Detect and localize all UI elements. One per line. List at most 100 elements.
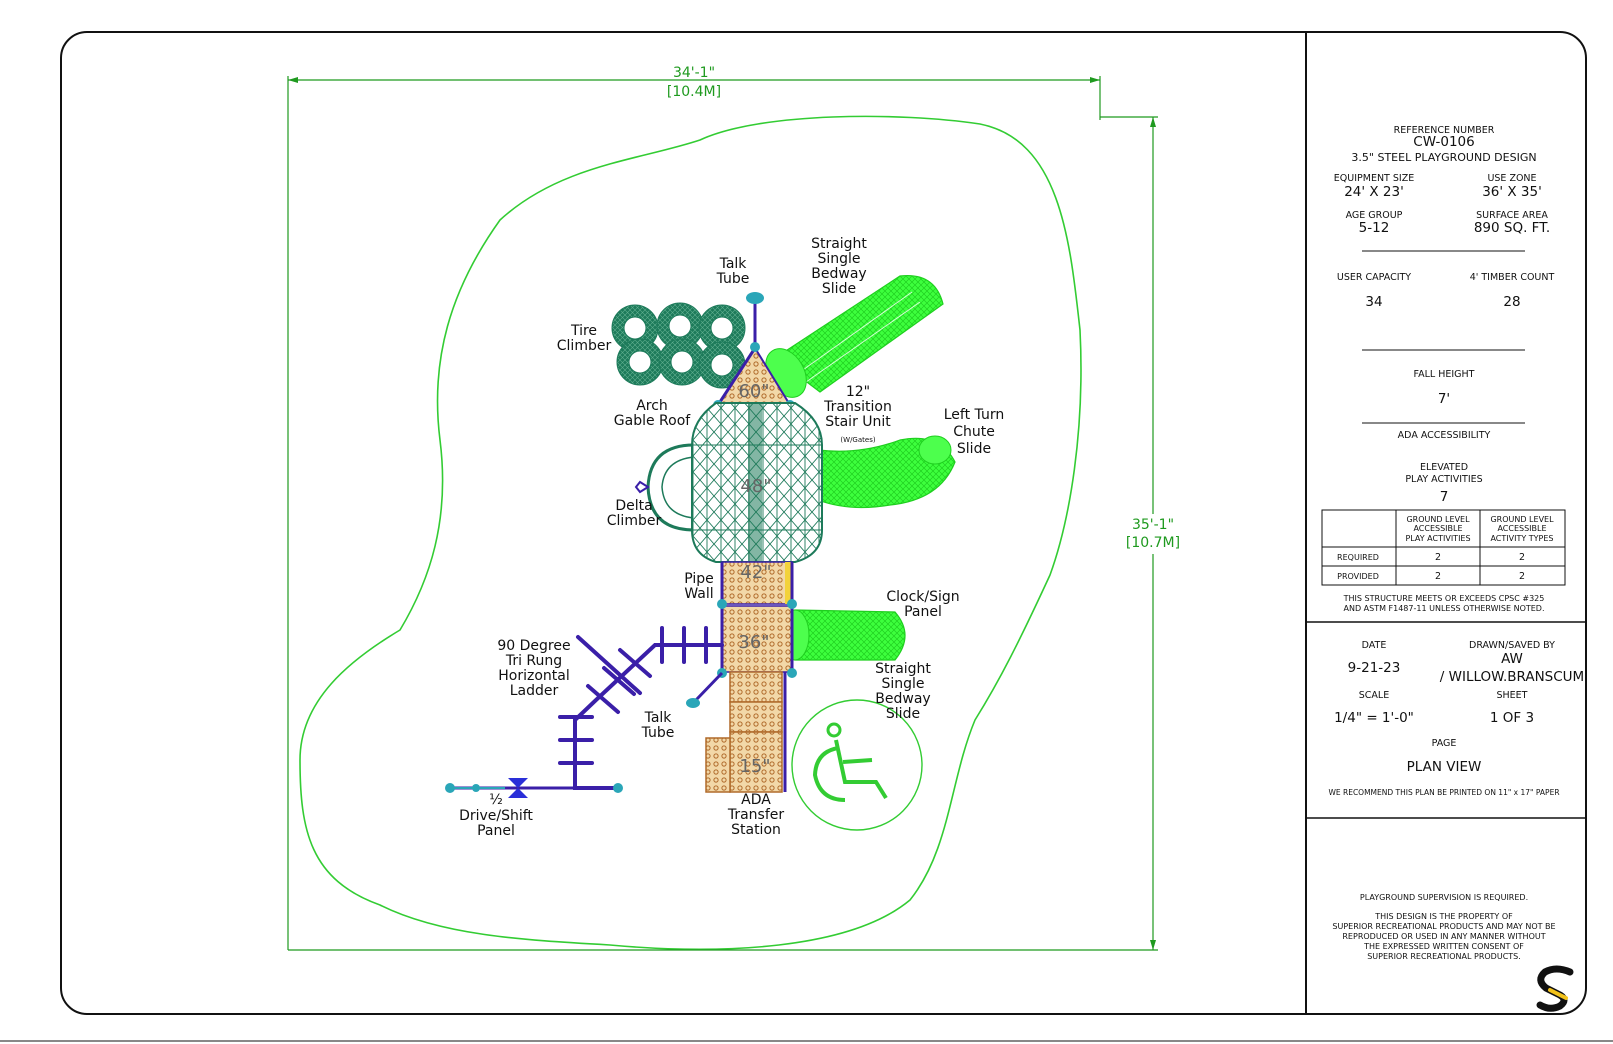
date-value: 9-21-23 — [1348, 660, 1401, 676]
svg-text:Tire: Tire — [570, 323, 597, 339]
depth-dimension-label: 35'-1" — [1132, 517, 1174, 533]
svg-text:Bedway: Bedway — [811, 266, 866, 282]
plan-view: 34'-1" [10.4M] 35'-1" [10.7M] — [287, 65, 1180, 951]
svg-text:ADA: ADA — [741, 792, 771, 808]
svg-text:Talk: Talk — [644, 710, 673, 726]
drawn-initials: AW — [1501, 651, 1523, 667]
svg-text:GROUND LEVEL: GROUND LEVEL — [1490, 515, 1554, 524]
user-capacity: 34 — [1365, 294, 1382, 310]
svg-text:½: ½ — [489, 792, 503, 808]
ada-transfer-station — [705, 671, 787, 793]
width-dimension: 34'-1" [10.4M] — [287, 65, 1101, 950]
compliance-line1: THIS STRUCTURE MEETS OR EXCEEDS CPSC #32… — [1343, 594, 1545, 603]
drawn-label: DRAWN/SAVED BY — [1469, 640, 1555, 651]
svg-text:Tube: Tube — [641, 725, 675, 741]
company-logo-icon — [1536, 965, 1574, 1012]
label-drive-shift: ½ Drive/Shift Panel — [459, 792, 533, 839]
svg-text:Arch: Arch — [636, 398, 668, 414]
sheet-value: 1 OF 3 — [1490, 710, 1534, 726]
svg-text:12": 12" — [846, 384, 870, 400]
label-arch-gable-roof: Arch Gable Roof — [614, 398, 691, 429]
label-clock-sign: Clock/Sign Panel — [886, 589, 959, 620]
age-group-label: AGE GROUP — [1346, 210, 1403, 221]
svg-text:Slide: Slide — [822, 281, 856, 297]
svg-text:Delta: Delta — [615, 498, 652, 514]
svg-text:Slide: Slide — [886, 706, 920, 722]
support-posts — [686, 562, 797, 708]
sheet-label: SHEET — [1497, 690, 1528, 701]
svg-text:Tube: Tube — [716, 271, 750, 287]
svg-text:Panel: Panel — [904, 604, 942, 620]
svg-text:Drive/Shift: Drive/Shift — [459, 808, 533, 824]
page-label: PAGE — [1432, 738, 1457, 749]
svg-text:Stair Unit: Stair Unit — [825, 414, 891, 430]
svg-text:Tri Rung: Tri Rung — [505, 653, 562, 669]
svg-text:Panel: Panel — [477, 823, 515, 839]
svg-text:2: 2 — [1519, 571, 1525, 582]
depth-dimension: 35'-1" [10.7M] — [288, 116, 1180, 951]
svg-text:2: 2 — [1435, 552, 1441, 563]
deck-36 — [721, 605, 793, 673]
svg-text:Climber: Climber — [607, 513, 662, 529]
label-ada-transfer: ADA Transfer Station — [727, 792, 785, 838]
surface-area-label: SURFACE AREA — [1476, 210, 1548, 221]
table-row-required: REQUIRED — [1337, 553, 1379, 562]
reference-number: CW-0106 — [1413, 134, 1474, 150]
label-delta-climber: Delta Climber — [607, 498, 662, 529]
age-group: 5-12 — [1359, 220, 1390, 236]
elevated-label-line2: PLAY ACTIVITIES — [1405, 474, 1482, 485]
horizontal-ladder — [558, 626, 724, 790]
reference-label: REFERENCE NUMBER — [1394, 125, 1495, 136]
svg-text:(W/Gates): (W/Gates) — [840, 436, 875, 444]
svg-text:Ladder: Ladder — [510, 683, 559, 699]
property-note-line1: THIS DESIGN IS THE PROPERTY OF — [1374, 912, 1513, 921]
elevated-label-line1: ELEVATED — [1420, 462, 1468, 473]
svg-text:GROUND LEVEL: GROUND LEVEL — [1406, 515, 1470, 524]
svg-text:Left Turn: Left Turn — [944, 407, 1004, 423]
deck-height-42: 42" — [740, 562, 771, 583]
use-zone-boundary — [299, 115, 1082, 951]
svg-text:Gable Roof: Gable Roof — [614, 413, 691, 429]
svg-text:90 Degree: 90 Degree — [497, 638, 570, 654]
delta-climber — [634, 443, 695, 532]
equipment-size: 24' X 23' — [1344, 184, 1404, 200]
date-label: DATE — [1362, 640, 1387, 651]
deck-height-36: 36" — [738, 632, 769, 653]
property-note-line4: THE EXPRESSED WRITTEN CONSENT OF — [1363, 942, 1524, 951]
surface-area: 890 SQ. FT. — [1474, 220, 1550, 236]
label-straight-slide-bottom: Straight Single Bedway Slide — [875, 661, 931, 722]
deck-height-15: 15" — [739, 756, 770, 777]
property-note-line2: SUPERIOR RECREATIONAL PRODUCTS AND MAY N… — [1332, 922, 1555, 931]
label-horizontal-ladder: 90 Degree Tri Rung Horizontal Ladder — [497, 638, 570, 699]
label-straight-slide-top: Straight Single Bedway Slide — [811, 236, 867, 297]
svg-text:ACCESSIBLE: ACCESSIBLE — [1413, 524, 1462, 533]
property-note-line3: REPRODUCED OR USED IN ANY MANNER WITHOUT — [1342, 932, 1545, 941]
label-left-turn-chute: Left Turn Chute Slide — [944, 407, 1004, 457]
ada-accessibility-zone — [791, 699, 923, 831]
label-transition-stair: 12" Transition Stair Unit (W/Gates) — [823, 384, 892, 444]
label-talk-tube-bottom: Talk Tube — [641, 710, 675, 741]
property-note-line5: SUPERIOR RECREATIONAL PRODUCTS. — [1367, 952, 1521, 961]
svg-text:Single: Single — [817, 251, 860, 267]
design-name: 3.5" STEEL PLAYGROUND DESIGN — [1351, 151, 1536, 164]
svg-text:Single: Single — [881, 676, 924, 692]
drawn-user: / WILLOW.BRANSCUM — [1440, 669, 1584, 685]
talk-tube-bottom-icon — [686, 698, 700, 708]
deck-height-48: 48" — [740, 476, 771, 497]
svg-text:Chute: Chute — [953, 424, 995, 440]
ada-accessibility-label: ADA ACCESSIBILITY — [1398, 430, 1491, 441]
label-tire-climber: Tire Climber — [557, 323, 612, 354]
svg-text:ACCESSIBLE: ACCESSIBLE — [1497, 524, 1546, 533]
deck-height-60: 60" — [738, 381, 769, 402]
table-row-provided: PROVIDED — [1337, 572, 1379, 581]
svg-text:Straight: Straight — [875, 661, 931, 677]
svg-text:ACTIVITY TYPES: ACTIVITY TYPES — [1490, 534, 1553, 543]
use-zone: 36' X 35' — [1482, 184, 1542, 200]
svg-text:Bedway: Bedway — [875, 691, 930, 707]
width-dimension-metric: [10.4M] — [667, 84, 721, 100]
straight-slide-bottom — [780, 609, 906, 661]
label-talk-tube-top: Talk Tube — [716, 256, 750, 287]
supervision-note: PLAYGROUND SUPERVISION IS REQUIRED. — [1360, 893, 1528, 902]
svg-text:Talk: Talk — [719, 256, 748, 272]
svg-text:Pipe: Pipe — [684, 571, 714, 587]
